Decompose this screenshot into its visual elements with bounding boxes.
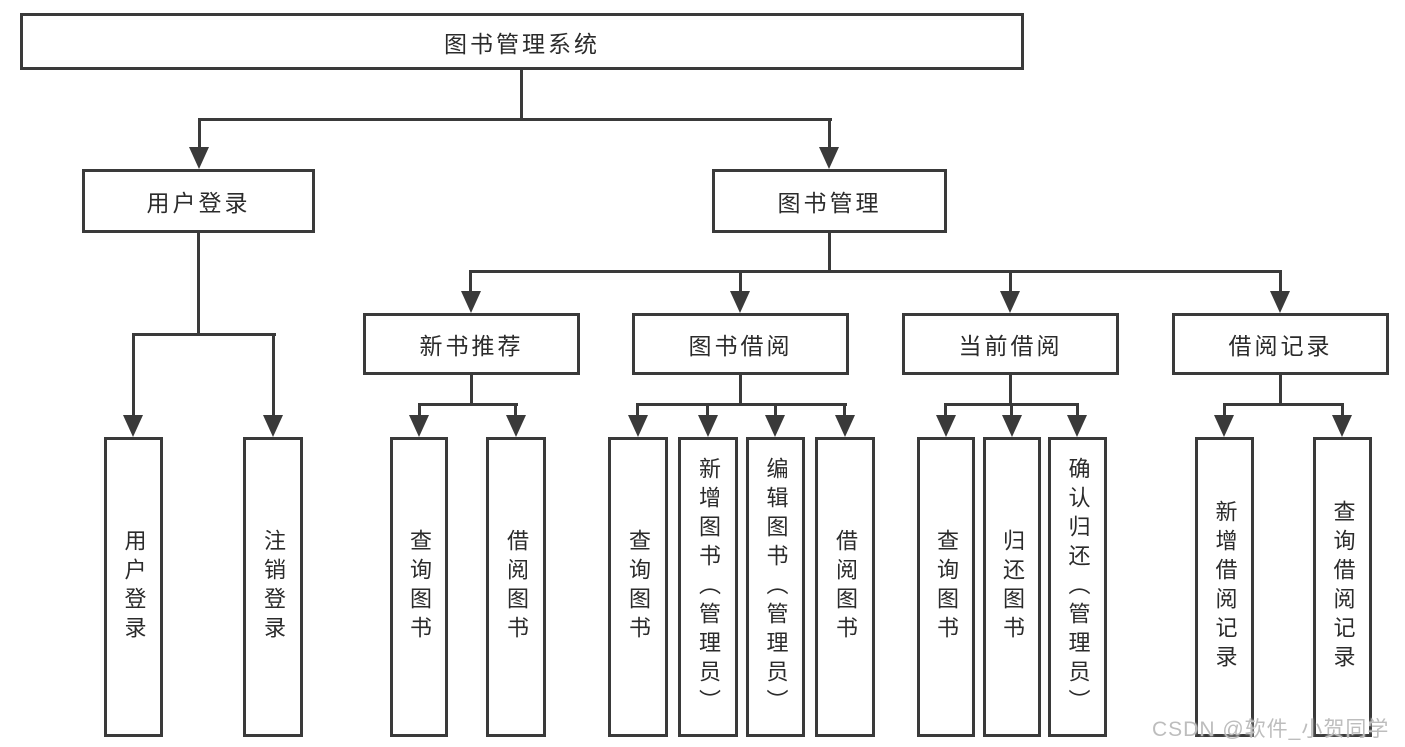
arrowhead-user-login: [189, 147, 209, 169]
leaf-add-books-admin: 新增图书（管理员）: [678, 437, 738, 737]
connector-g3-drop2: [706, 403, 709, 417]
leaf-label: 确认归还（管理员）: [1065, 456, 1091, 718]
connector-g4-drop3: [1076, 403, 1079, 417]
connector-g5-drop1: [1223, 403, 1226, 417]
connector-level3-hbar: [469, 270, 1282, 273]
node-label: 图书管理系统: [444, 30, 600, 57]
connector-g2-drop2: [514, 403, 517, 417]
connector-g5-drop2: [1341, 403, 1344, 417]
node-book-borrowing: 图书借阅: [632, 313, 849, 375]
connector-g3-drop3: [774, 403, 777, 417]
arrowhead-g3-1: [628, 415, 648, 437]
connector-user-login-stub: [197, 233, 200, 335]
node-book-management: 图书管理: [712, 169, 947, 233]
arrowhead-current-borrow: [1000, 291, 1020, 313]
csdn-watermark: CSDN @软件_小贺同学: [1152, 718, 1390, 741]
connector-g2-hbar: [418, 403, 518, 406]
arrowhead-g2-1: [409, 415, 429, 437]
node-label: 用户登录: [146, 190, 251, 216]
connector-g3-drop4: [843, 403, 846, 417]
arrowhead-g2-2: [506, 415, 526, 437]
connector-g3-drop1: [636, 403, 639, 417]
leaf-label: 查询图书: [934, 529, 959, 645]
connector-book-mgmt-drop: [828, 118, 831, 149]
connector-root-stub: [520, 70, 523, 119]
node-label: 图书管理: [777, 190, 882, 216]
leaf-label: 新增图书（管理员）: [696, 456, 721, 718]
leaf-add-borrow-record: 新增借阅记录: [1195, 437, 1254, 737]
leaf-user-login: 用户登录: [104, 437, 163, 737]
arrowhead-book-mgmt: [819, 147, 839, 169]
leaf-borrow-books-recommend: 借阅图书: [486, 437, 546, 737]
arrowhead-leaf-logout: [263, 415, 283, 437]
arrowhead-leaf-user-login: [123, 415, 143, 437]
arrowhead-book-borrow: [730, 291, 750, 313]
node-library-management-system: 图书管理系统: [20, 13, 1024, 70]
leaf-label: 借阅图书: [833, 529, 858, 645]
arrowhead-g4-1: [936, 415, 956, 437]
node-label: 新书推荐: [419, 333, 524, 359]
connector-g5-stub: [1279, 375, 1282, 406]
arrowhead-new-book: [461, 291, 481, 313]
node-label: 借阅记录: [1228, 333, 1333, 359]
leaf-label: 查询借阅记录: [1330, 500, 1356, 674]
leaf-query-books-recommend: 查询图书: [390, 437, 448, 737]
connector-leaf-user-login-drop: [132, 333, 135, 417]
arrowhead-borrow-record: [1270, 291, 1290, 313]
connector-new-book-drop: [469, 270, 472, 294]
connector-book-borrow-drop: [739, 270, 742, 294]
connector-g4-drop1: [944, 403, 947, 417]
connector-g4-drop2: [1010, 403, 1013, 417]
connector-g2-drop1: [418, 403, 421, 417]
connector-leaf-logout-drop: [272, 333, 275, 417]
leaf-borrow-books: 借阅图书: [815, 437, 875, 737]
connector-g5-hbar: [1223, 403, 1344, 406]
leaf-confirm-return-admin: 确认归还（管理员）: [1048, 437, 1107, 737]
leaf-return-books: 归还图书: [983, 437, 1041, 737]
arrowhead-g3-4: [835, 415, 855, 437]
connector-g3-stub: [739, 375, 742, 406]
connector-book-mgmt-stub: [828, 233, 831, 273]
leaf-query-borrow-record: 查询借阅记录: [1313, 437, 1372, 737]
leaf-label: 编辑图书（管理员）: [763, 456, 789, 718]
arrowhead-g5-1: [1214, 415, 1234, 437]
leaf-logout: 注销登录: [243, 437, 303, 737]
node-current-borrowing: 当前借阅: [902, 313, 1119, 375]
arrowhead-g3-2: [698, 415, 718, 437]
leaf-label: 查询图书: [407, 529, 432, 645]
node-new-book-recommend: 新书推荐: [363, 313, 580, 375]
leaf-label: 新增借阅记录: [1212, 500, 1238, 674]
arrowhead-g4-2: [1002, 415, 1022, 437]
connector-user-login-drop: [198, 118, 201, 149]
leaf-label: 借阅图书: [504, 529, 529, 645]
arrowhead-g3-3: [765, 415, 785, 437]
connector-user-login-hbar: [132, 333, 276, 336]
connector-g3-hbar: [636, 403, 847, 406]
connector-g4-stub: [1009, 375, 1012, 406]
connector-current-borrow-drop: [1009, 270, 1012, 294]
node-user-login: 用户登录: [82, 169, 315, 233]
leaf-label: 查询图书: [626, 529, 651, 645]
node-label: 当前借阅: [958, 333, 1063, 359]
arrowhead-g4-3: [1067, 415, 1087, 437]
leaf-query-books-current: 查询图书: [917, 437, 975, 737]
node-borrowing-records: 借阅记录: [1172, 313, 1389, 375]
leaf-label: 用户登录: [121, 529, 147, 645]
leaf-label: 注销登录: [261, 529, 286, 645]
arrowhead-g5-2: [1332, 415, 1352, 437]
connector-borrow-record-drop: [1279, 270, 1282, 294]
node-label: 图书借阅: [688, 333, 793, 359]
leaf-label: 归还图书: [1000, 529, 1025, 645]
leaf-query-books-borrowing: 查询图书: [608, 437, 668, 737]
connector-g2-stub: [470, 375, 473, 406]
connector-level2-hbar: [198, 118, 832, 121]
leaf-edit-books-admin: 编辑图书（管理员）: [746, 437, 805, 737]
